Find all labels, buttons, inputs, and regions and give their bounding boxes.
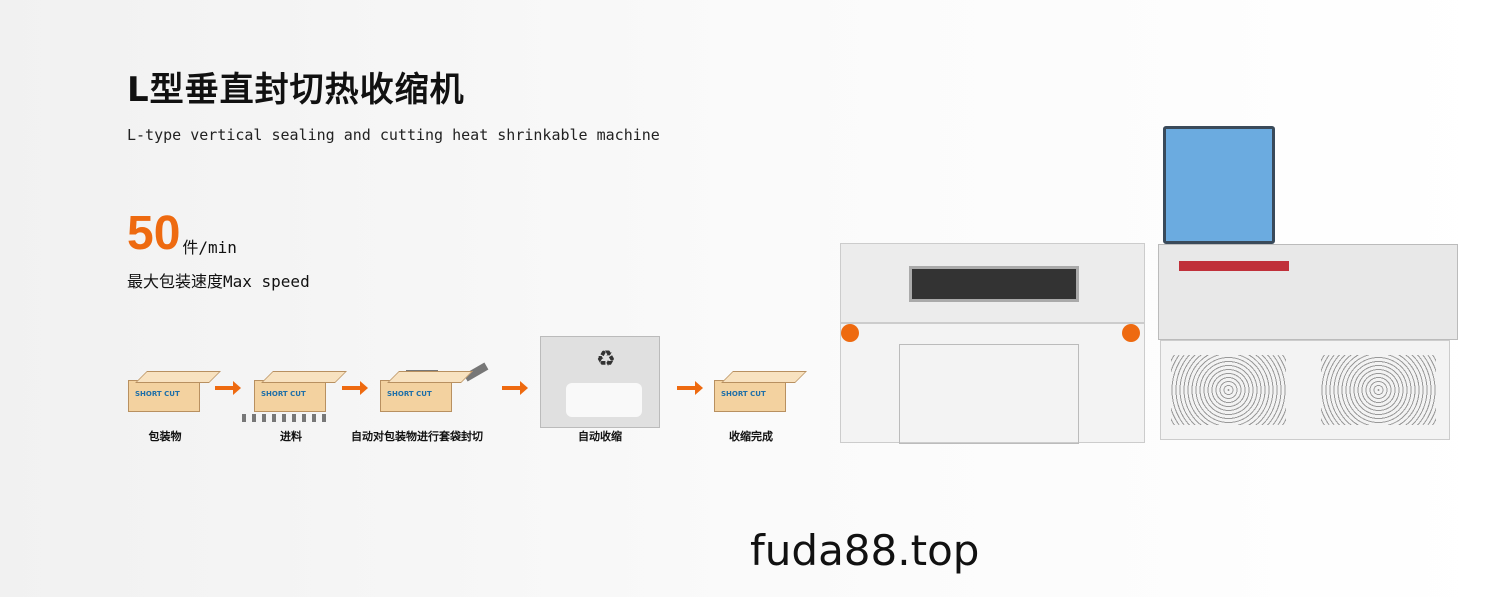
arrow-icon (342, 381, 368, 395)
machine-image (820, 120, 1480, 460)
shrink-chamber: ♻ (540, 336, 660, 428)
page-subtitle: L-type vertical sealing and cutting heat… (127, 126, 660, 144)
arrow-icon (215, 381, 241, 395)
arrow-icon (502, 381, 528, 395)
box-icon: SHORT CUT (254, 380, 326, 412)
blue-cover (1163, 126, 1275, 244)
watermark-url: fuda88.top (750, 526, 980, 575)
speed-unit: 件/min (182, 238, 237, 257)
wrapped-box-icon (566, 383, 642, 417)
shrink-tunnel (840, 243, 1145, 323)
speed-label: 最大包装速度Max speed (127, 272, 310, 291)
arrow-icon (677, 381, 703, 395)
sealing-unit (1158, 244, 1458, 340)
tunnel-base (840, 323, 1145, 444)
rollers-icon (242, 414, 326, 422)
speed-value: 50 (127, 207, 181, 260)
speed-figure: 50 件/min (127, 208, 237, 260)
page-title: L型垂直封切热收缩机 (127, 70, 465, 110)
recycle-icon: ♻ (596, 347, 616, 372)
box-icon: SHORT CUT (380, 380, 452, 412)
box-icon: SHORT CUT (714, 380, 786, 412)
box-icon: SHORT CUT (128, 380, 200, 412)
sealing-base (1160, 340, 1450, 440)
